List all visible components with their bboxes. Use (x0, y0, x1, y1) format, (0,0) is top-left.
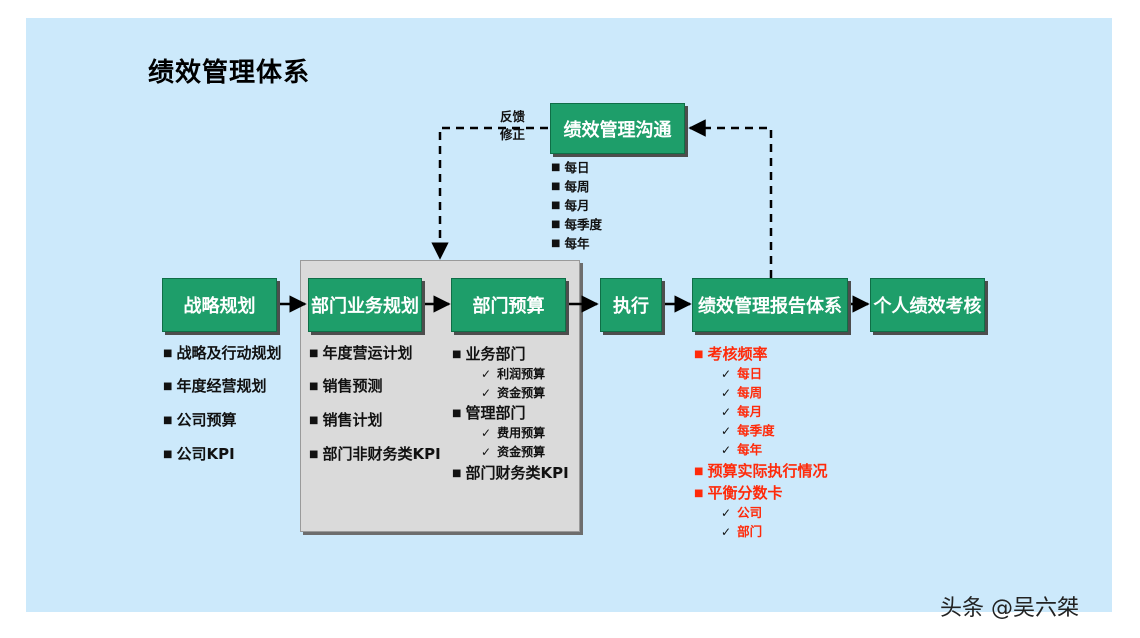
feedback-line-1: 反馈 (500, 109, 526, 124)
report-bsc-sub: 公司 (737, 505, 763, 520)
report-frequency-sub: 每月 (737, 404, 763, 419)
communication-item: 每周 (564, 179, 590, 194)
communication-item: 每季度 (564, 217, 602, 232)
personal-box: 个人绩效考核 (870, 278, 985, 332)
report-frequency: 考核频率 (707, 345, 768, 363)
budget-management: 管理部门 (465, 404, 526, 422)
report-frequency-sub: 每日 (737, 366, 763, 381)
feedback-line-2: 修正 (500, 127, 526, 142)
dashed-communication-to-plan (431, 126, 548, 260)
report-bsc-sub: 部门 (737, 524, 763, 539)
budget-management-sub: 费用预算 (497, 426, 546, 440)
dept-plan-item: 年度营运计划 (322, 344, 413, 362)
communication-item: 每月 (564, 198, 590, 213)
dept-plan-item: 销售预测 (322, 377, 383, 395)
report-actual: 预算实际执行情况 (707, 462, 828, 480)
dept-plan-item: 销售计划 (322, 411, 383, 429)
budget-kpi: 部门财务类KPI (465, 464, 569, 482)
communication-box: 绩效管理沟通 (550, 103, 685, 154)
strategy-item: 战略及行动规划 (176, 344, 282, 362)
report-frequency-sub: 每周 (737, 385, 763, 400)
page-title: 绩效管理体系 (148, 58, 311, 88)
dept-budget-box: 部门预算 (451, 278, 566, 332)
report-box: 绩效管理报告体系 (692, 278, 848, 332)
communication-item: 每年 (564, 236, 590, 251)
strategy-item: 公司KPI (176, 445, 235, 463)
budget-business: 业务部门 (465, 345, 526, 363)
report-frequency-sub: 每季度 (737, 423, 775, 438)
budget-management-sub: 资金预算 (497, 445, 546, 459)
dept-plan-box: 部门业务规划 (308, 278, 422, 332)
strategy-item: 年度经营规划 (176, 377, 267, 395)
report-frequency-sub: 每年 (737, 442, 763, 457)
strategy-item: 公司预算 (176, 411, 237, 429)
watermark: 头条 @吴六桀 (940, 596, 1079, 621)
execute-box: 执行 (600, 278, 662, 332)
dashed-report-to-communication (688, 119, 773, 278)
budget-business-sub: 利润预算 (497, 367, 546, 381)
dept-plan-item: 部门非财务类KPI (322, 445, 441, 463)
strategy-box: 战略规划 (162, 278, 277, 332)
report-bsc: 平衡分数卡 (707, 484, 783, 502)
communication-item: 每日 (564, 160, 590, 175)
budget-business-sub: 资金预算 (497, 386, 546, 400)
feedback-label: 反馈 修正 (500, 108, 525, 144)
